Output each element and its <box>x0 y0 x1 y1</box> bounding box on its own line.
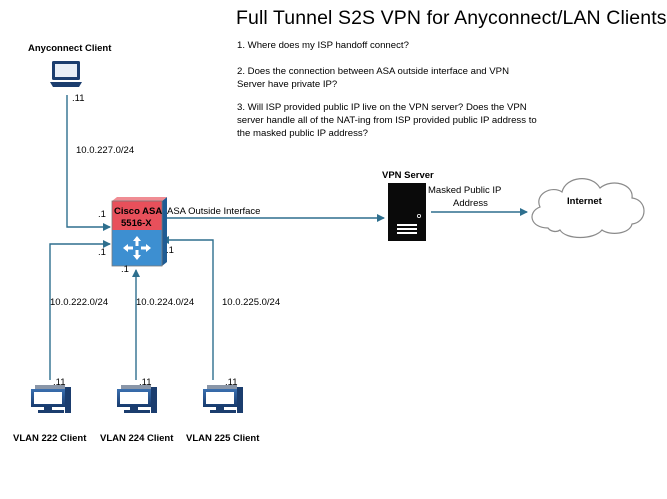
asa-ip-vlan222: .1 <box>98 247 106 258</box>
anyconnect-client-label: Anyconnect Client <box>28 43 112 54</box>
vlan224-client-label: VLAN 224 Client <box>100 433 174 444</box>
vlan225-client-ip: .11 <box>225 377 238 388</box>
masked-ip-label-line1: Masked Public IP <box>428 185 502 196</box>
cloud-icon <box>531 178 645 239</box>
link-vlan225-asa <box>161 236 214 380</box>
vlan224-subnet: 10.0.224.0/24 <box>136 297 195 308</box>
vlan222-subnet: 10.0.222.0/24 <box>50 297 109 308</box>
vlan222-client-label: VLAN 222 Client <box>13 433 87 444</box>
asa-ip-vlan224: .1 <box>121 264 129 275</box>
question-3: 3. Will ISP provided public IP live on t… <box>237 102 537 139</box>
question-2: 2. Does the connection between ASA outsi… <box>237 66 510 90</box>
desktop-computer-icon <box>31 385 71 413</box>
link-anyconnect-asa <box>66 95 111 231</box>
internet-label: Internet <box>567 196 602 207</box>
vlan225-subnet: 10.0.225.0/24 <box>222 297 281 308</box>
vlan224-client-ip: .11 <box>139 377 152 388</box>
anyconnect-subnet: 10.0.227.0/24 <box>76 145 135 156</box>
asa-label-line1: Cisco ASA <box>114 206 163 217</box>
laptop-icon <box>50 61 82 87</box>
question-1: 1. Where does my ISP handoff connect? <box>237 40 409 51</box>
asa-device <box>111 197 167 267</box>
vlan222-client-ip: .11 <box>53 377 66 388</box>
asa-outside-interface-label: ASA Outside Interface <box>167 206 261 217</box>
asa-label-line2: 5516-X <box>121 218 152 229</box>
vlan225-client-label: VLAN 225 Client <box>186 433 260 444</box>
masked-ip-label-line2: Address <box>453 198 488 209</box>
link-vlan222-asa <box>49 240 111 380</box>
asa-ip-vlan225: .1 <box>166 245 174 256</box>
diagram-title: Full Tunnel S2S VPN for Anyconnect/LAN C… <box>236 7 667 29</box>
server-icon <box>388 183 426 241</box>
asa-ip-anyconnect: .1 <box>98 209 106 220</box>
anyconnect-ip: .11 <box>72 93 85 104</box>
vpn-server-label: VPN Server <box>382 170 434 181</box>
desktop-computer-icon <box>203 385 243 413</box>
router-icon <box>123 236 151 260</box>
desktop-computer-icon <box>117 385 157 413</box>
